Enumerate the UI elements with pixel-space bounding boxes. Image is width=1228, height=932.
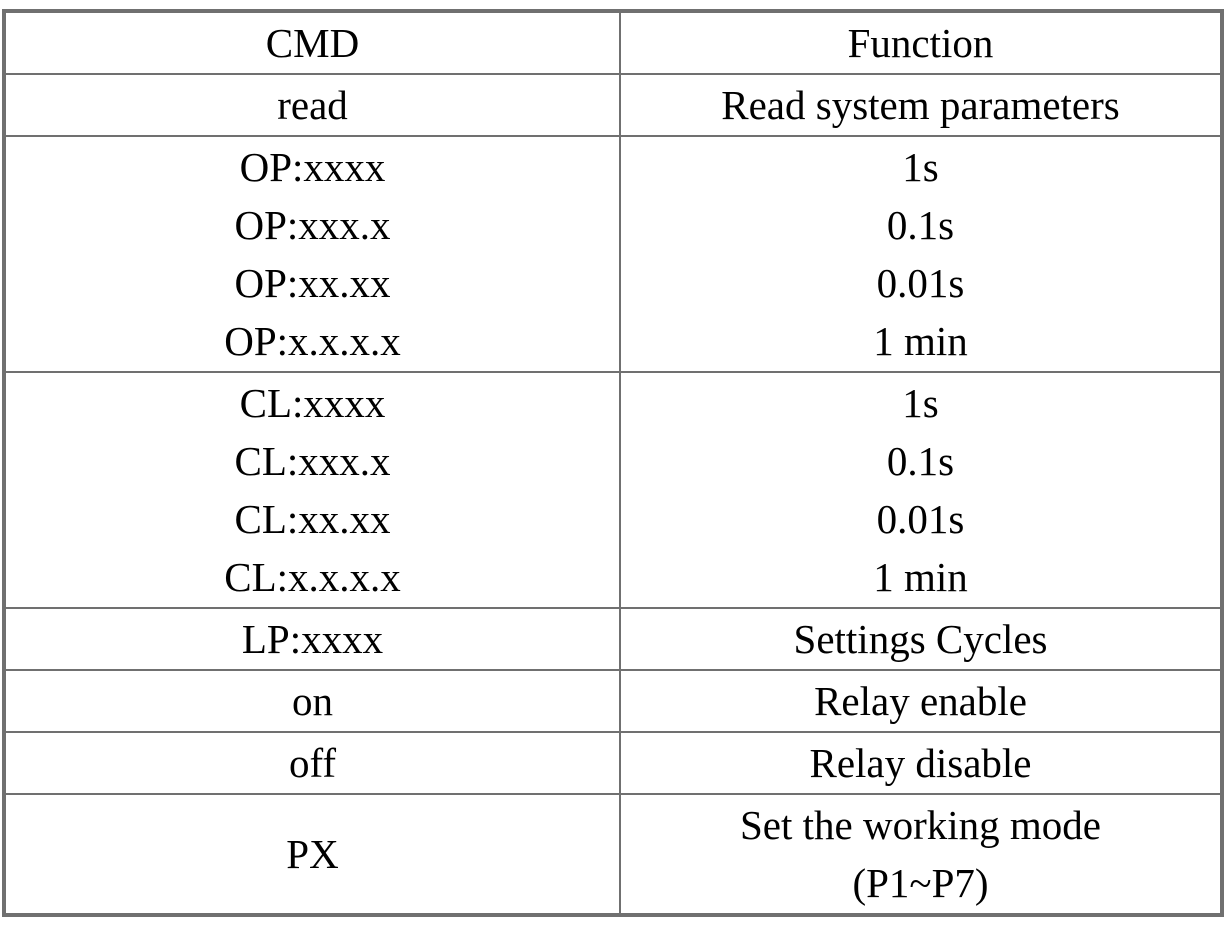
cmd-line: CL:xxx.x — [234, 438, 391, 484]
table-row: LP:xxxx Settings Cycles — [4, 607, 1222, 671]
function-line: 1 min — [873, 318, 968, 364]
header-cmd: CMD — [4, 11, 621, 75]
function-line: 0.1s — [886, 438, 955, 484]
function-line: 0.1s — [886, 202, 955, 248]
function-cell: Relay enable — [619, 669, 1222, 733]
command-table-container: CMD Function read Read system parameters… — [2, 9, 1224, 917]
function-line: Set the working mode — [740, 802, 1101, 848]
cmd-line: CL:x.x.x.x — [224, 554, 401, 600]
cmd-line: off — [288, 740, 337, 786]
table-header-row: CMD Function — [4, 11, 1222, 75]
cmd-line: LP:xxxx — [241, 616, 384, 662]
cmd-cell: off — [4, 731, 621, 795]
function-cell: 1s 0.1s 0.01s 1 min — [619, 135, 1222, 373]
header-function: Function — [619, 11, 1222, 75]
table-row: off Relay disable — [4, 731, 1222, 795]
table-row: on Relay enable — [4, 669, 1222, 733]
table-row: CL:xxxx CL:xxx.x CL:xx.xx CL:x.x.x.x 1s … — [4, 371, 1222, 609]
cmd-cell: read — [4, 73, 621, 137]
function-line: (P1~P7) — [852, 860, 989, 906]
function-cell: Settings Cycles — [619, 607, 1222, 671]
cmd-line: PX — [286, 831, 339, 877]
table-row: PX Set the working mode (P1~P7) — [4, 793, 1222, 915]
function-line: Relay disable — [809, 740, 1032, 786]
header-function-label: Function — [847, 20, 994, 66]
cmd-line: OP:xx.xx — [234, 260, 391, 306]
cmd-cell: OP:xxxx OP:xxx.x OP:xx.xx OP:x.x.x.x — [4, 135, 621, 373]
function-cell: Read system parameters — [619, 73, 1222, 137]
cmd-line: OP:xxx.x — [234, 202, 391, 248]
cmd-cell: PX — [4, 793, 621, 915]
function-line: 1s — [902, 380, 939, 426]
cmd-line: OP:x.x.x.x — [224, 318, 401, 364]
function-line: 0.01s — [876, 496, 965, 542]
function-line: Relay enable — [814, 678, 1027, 724]
cmd-line: CL:xxxx — [239, 380, 386, 426]
cmd-cell: CL:xxxx CL:xxx.x CL:xx.xx CL:x.x.x.x — [4, 371, 621, 609]
function-line: 1s — [902, 144, 939, 190]
function-line: Settings Cycles — [793, 616, 1048, 662]
function-cell: Relay disable — [619, 731, 1222, 795]
table-row: OP:xxxx OP:xxx.x OP:xx.xx OP:x.x.x.x 1s … — [4, 135, 1222, 373]
function-line: 0.01s — [876, 260, 965, 306]
header-cmd-label: CMD — [265, 20, 360, 66]
cmd-line: CL:xx.xx — [234, 496, 391, 542]
cmd-line: OP:xxxx — [239, 144, 386, 190]
table-row: read Read system parameters — [4, 73, 1222, 137]
cmd-line: read — [277, 82, 348, 128]
command-table: CMD Function read Read system parameters… — [4, 11, 1222, 915]
cmd-cell: on — [4, 669, 621, 733]
function-line: 1 min — [873, 554, 968, 600]
function-cell: Set the working mode (P1~P7) — [619, 793, 1222, 915]
cmd-cell: LP:xxxx — [4, 607, 621, 671]
function-line: Read system parameters — [721, 82, 1120, 128]
cmd-line: on — [292, 678, 333, 724]
function-cell: 1s 0.1s 0.01s 1 min — [619, 371, 1222, 609]
